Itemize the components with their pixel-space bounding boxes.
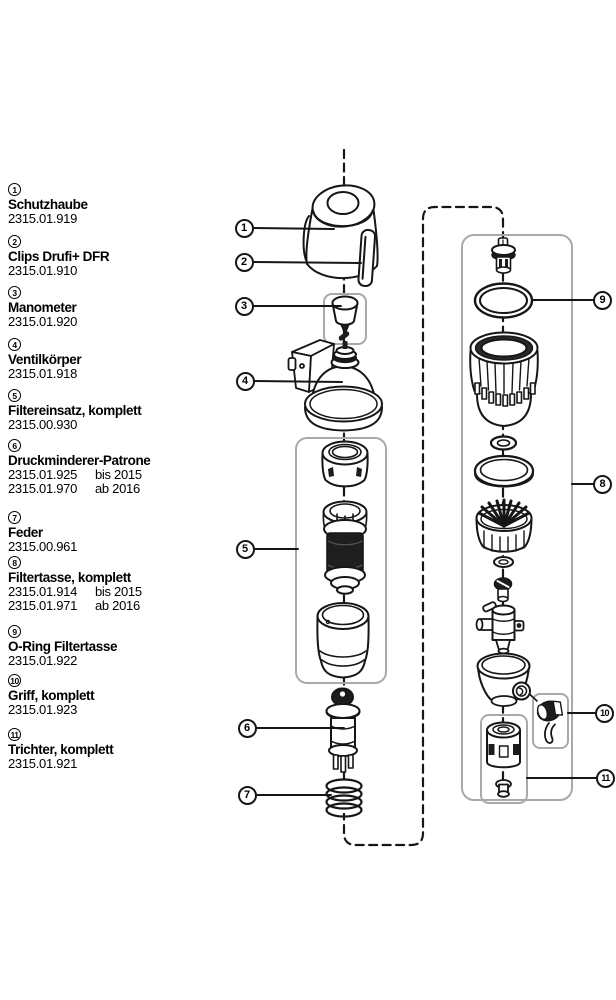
part-code: 2315.01.918: [8, 366, 77, 381]
vent-valve-drawing: [491, 237, 516, 274]
part-code-note: ab 2016: [95, 481, 140, 496]
part-code: 2315.00.961: [8, 539, 77, 554]
item-number-badge: 5: [8, 389, 21, 402]
item-number-badge: 9: [8, 625, 21, 638]
griff-drawing: [536, 700, 564, 744]
part-code: 2315.01.923: [8, 702, 77, 717]
part-code: 2315.01.920: [8, 314, 77, 329]
parts-list-item-7: 7 Feder 2315.00.961: [8, 511, 243, 554]
parts-list: 1 Schutzhaube 2315.01.919 2 Clips Drufi+…: [8, 0, 243, 1000]
part-name: Clips Drufi+ DFR: [8, 249, 110, 264]
drain-valve-drawing: [475, 601, 525, 655]
item-number-badge: 8: [8, 556, 21, 569]
filtertasse-drawing: [469, 331, 539, 707]
part-name: O-Ring Filtertasse: [8, 639, 118, 654]
filtereinsatz-drawing: [316, 440, 370, 679]
druckminderer-drawing: [325, 687, 361, 773]
part-name: Druckminderer-Patrone: [8, 453, 151, 468]
part-code: 2315.00.930: [8, 417, 77, 432]
part-name: Schutzhaube: [8, 197, 88, 212]
part-name: Trichter, komplett: [8, 742, 114, 757]
centerline-dashed: [342, 148, 505, 847]
filtertasse-group-box: [461, 234, 573, 801]
part-code: 2315.01.919: [8, 211, 77, 226]
item-number-badge: 1: [8, 183, 21, 196]
part-code: 2315.01.910: [8, 263, 77, 278]
part-code: 2315.01.922: [8, 653, 77, 668]
diagram-callout-10: 10: [595, 703, 614, 723]
diagram-callout-2: 2: [234, 252, 254, 272]
item-number-badge: 3: [8, 286, 21, 299]
diagram-callout-1: 1: [234, 218, 254, 238]
item-number-badge: 10: [8, 674, 21, 687]
diagram-callout-7: 7: [237, 785, 257, 805]
manometer-drawing: [331, 295, 359, 341]
parts-list-item-9: 9 O-Ring Filtertasse 2315.01.922: [8, 625, 243, 668]
item-number-badge: 7: [8, 511, 21, 524]
diagram-callout-3: 3: [234, 296, 254, 316]
diagram-callout-4: 4: [235, 371, 255, 391]
griff-group-box: [532, 693, 569, 749]
parts-list-item-3: 3 Manometer 2315.01.920: [8, 286, 243, 329]
part-code-note: ab 2016: [95, 598, 140, 613]
schutzhaube-drawing: [302, 184, 379, 287]
diagram-callout-11: 11: [596, 768, 615, 788]
callout-leader-lines: [252, 227, 599, 796]
part-name: Ventilkörper: [8, 352, 82, 367]
part-name: Filtertasse, komplett: [8, 570, 131, 585]
parts-list-item-5: 5 Filtereinsatz, komplett 2315.00.930: [8, 389, 243, 432]
part-name: Filtereinsatz, komplett: [8, 403, 142, 418]
funnel-bowl-drawing: [476, 652, 538, 707]
diagram-callout-9: 9: [593, 290, 612, 310]
trichter-drawing: [486, 721, 521, 798]
diagram-callout-5: 5: [235, 539, 255, 559]
clips-drawing: [357, 228, 377, 287]
part-code-note: bis 2015: [95, 467, 142, 482]
feder-drawing: [325, 778, 363, 818]
part-code-note: bis 2015: [95, 584, 142, 599]
part-code: 2315.01.921: [8, 756, 77, 771]
item-number-badge: 6: [8, 439, 21, 452]
o-ring-drawing: [473, 282, 534, 319]
diagram-callout-6: 6: [237, 718, 257, 738]
parts-list-item-2: 2 Clips Drufi+ DFR 2315.01.910: [8, 235, 243, 278]
item-number-badge: 2: [8, 235, 21, 248]
filtereinsatz-group-box: [295, 437, 387, 684]
item-number-badge: 4: [8, 338, 21, 351]
parts-list-item-4: 4 Ventilkörper 2315.01.918: [8, 338, 243, 381]
parts-list-item-11: 11 Trichter, komplett 2315.01.921: [8, 728, 243, 771]
diagram-callout-8: 8: [593, 474, 612, 494]
parts-list-item-1: 1 Schutzhaube 2315.01.919: [8, 183, 243, 226]
parts-list-item-10: 10 Griff, komplett 2315.01.923: [8, 674, 243, 717]
item-number-badge: 11: [8, 728, 21, 741]
part-name: Manometer: [8, 300, 77, 315]
part-name: Feder: [8, 525, 43, 540]
part-name: Griff, komplett: [8, 688, 95, 703]
trichter-group-box: [480, 714, 528, 804]
ventilkoerper-drawing: [287, 339, 383, 432]
